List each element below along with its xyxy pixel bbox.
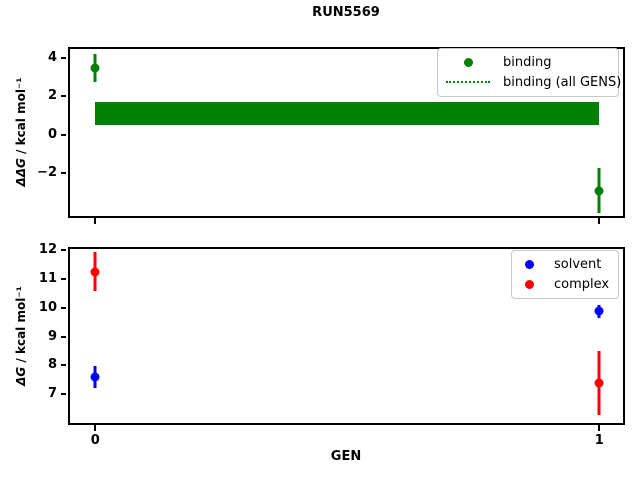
legend-row: complex <box>520 275 610 295</box>
dot-glyph <box>524 279 534 289</box>
y-tick <box>61 95 66 98</box>
legend-dotted-line-icon <box>446 81 490 84</box>
complex-point <box>594 378 604 388</box>
x-tick-label: 1 <box>594 433 604 448</box>
legend-dot-icon <box>520 260 538 270</box>
y-tick-label: 7 <box>47 386 57 402</box>
legend: solvent complex <box>511 250 619 299</box>
binding-point <box>90 63 100 73</box>
legend-label: complex <box>554 276 610 292</box>
y-tick <box>61 277 66 280</box>
solvent-point <box>594 306 604 316</box>
complex-point <box>90 267 100 277</box>
legend-row: binding (all GENS) <box>446 73 621 93</box>
legend-row: solvent <box>520 255 610 275</box>
chart-title: RUN5569 <box>312 5 380 20</box>
y-tick <box>61 393 66 396</box>
y-tick-label: 8 <box>47 357 57 373</box>
y-tick-label: 11 <box>38 270 57 286</box>
y-tick <box>61 335 66 338</box>
legend-label: binding (all GENS) <box>503 74 622 90</box>
y-tick <box>61 171 66 174</box>
legend-label: solvent <box>554 257 602 273</box>
binding-point <box>594 186 604 196</box>
x-tick-label: 0 <box>90 433 100 448</box>
legend: binding binding (all GENS) <box>437 48 621 97</box>
y-tick-label: 12 <box>38 241 57 257</box>
y-tick-label: −2 <box>37 164 57 180</box>
legend-row: binding <box>446 53 610 73</box>
y-tick-label: 10 <box>38 299 57 315</box>
x-tick <box>94 425 97 431</box>
y-tick-label: 2 <box>47 88 57 104</box>
legend-dot-icon <box>520 279 538 289</box>
x-tick <box>598 425 601 431</box>
dotted-line-glyph <box>446 81 490 84</box>
band-binding-all-gens <box>95 101 600 125</box>
x-tick <box>598 218 601 224</box>
y-tick <box>61 364 66 367</box>
y-tick <box>61 306 66 309</box>
dot-glyph <box>524 260 534 270</box>
y-tick-label: 0 <box>47 126 57 142</box>
solvent-point <box>90 372 100 382</box>
x-axis-label: GEN <box>330 449 362 464</box>
x-tick <box>94 218 97 224</box>
dot-glyph <box>463 58 473 68</box>
y-tick <box>61 57 66 60</box>
legend-dot-icon <box>446 58 490 68</box>
y-tick <box>61 248 66 251</box>
y-tick-label: 4 <box>47 50 57 66</box>
legend-label: binding <box>503 55 552 71</box>
y-tick <box>61 133 66 136</box>
y-tick-label: 9 <box>47 328 57 344</box>
